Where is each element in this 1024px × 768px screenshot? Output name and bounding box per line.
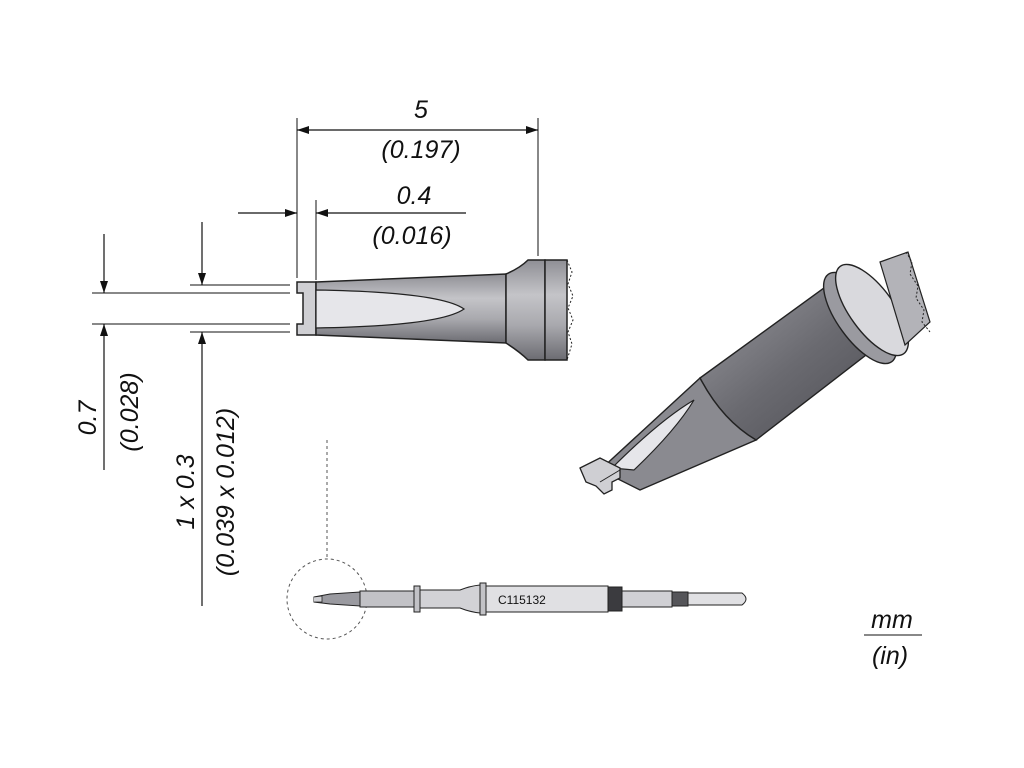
- overall-length-in: (0.197): [381, 136, 460, 164]
- dimension-overall-length: 5 (0.197): [296, 96, 539, 278]
- blade-width-in: (0.028): [116, 372, 144, 451]
- slot-depth-in: (0.016): [372, 222, 451, 250]
- overall-length-mm: 5: [414, 96, 428, 124]
- units-legend: mm (in): [864, 606, 922, 670]
- tip-isometric-view: [579, 251, 931, 495]
- slot-depth-mm: 0.4: [397, 182, 432, 210]
- dimension-slot-size: 1 x 0.3 (0.039 x 0.012): [172, 222, 290, 606]
- dimension-slot-depth: 0.4 (0.016): [238, 182, 466, 280]
- units-primary: mm: [871, 606, 913, 634]
- dimension-blade-width: 0.7 (0.028): [74, 234, 290, 470]
- units-secondary: (in): [872, 642, 908, 670]
- tip-side-view: [296, 259, 574, 361]
- blade-width-mm: 0.7: [74, 400, 102, 436]
- slot-size-in: (0.039 x 0.012): [212, 408, 240, 576]
- slot-size-mm: 1 x 0.3: [172, 454, 200, 529]
- cartridge-full-view: C115132: [286, 440, 747, 640]
- part-number: C115132: [498, 593, 546, 607]
